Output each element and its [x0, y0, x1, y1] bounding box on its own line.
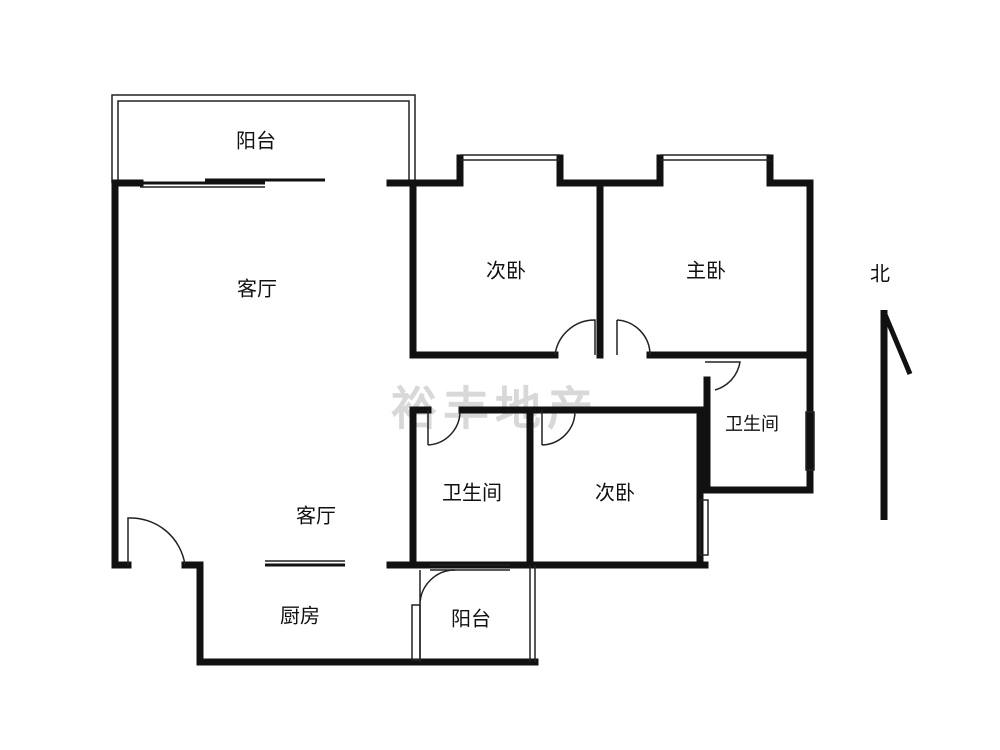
room-label-bathroom-right: 卫生间: [725, 414, 779, 435]
walls: [111, 94, 815, 666]
room-label-kitchen: 厨房: [280, 604, 320, 628]
room-label-master-bedroom: 主卧: [686, 259, 726, 283]
room-label-balcony-bottom: 阳台: [451, 607, 491, 631]
north-arrow-icon: 北: [870, 262, 913, 520]
room-label-bedroom-second-bottom: 次卧: [595, 481, 635, 505]
room-label-bathroom-middle: 卫生间: [442, 481, 502, 505]
room-label-balcony-top: 阳台: [236, 129, 276, 153]
room-label-living-room-top: 客厅: [237, 277, 277, 301]
room-label-living-room-bottom: 客厅: [296, 504, 336, 528]
room-labels: 阳台 客厅 次卧 主卧 卫生间 卫生间 次卧 客厅 厨房 阳台: [236, 129, 779, 631]
north-label: 北: [870, 262, 890, 286]
room-label-bedroom-second-top: 次卧: [486, 259, 526, 283]
